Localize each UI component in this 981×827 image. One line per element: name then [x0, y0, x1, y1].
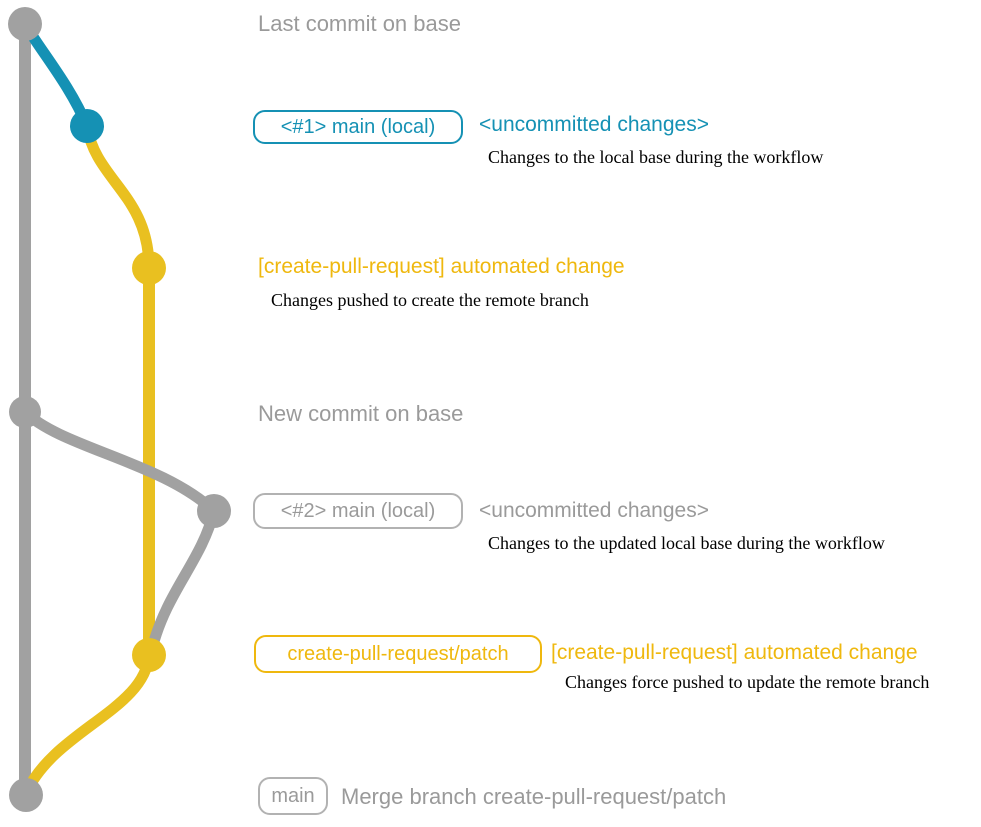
commit-node-automated-change-1 [132, 251, 166, 285]
branch-badge-main-local-2-label: <#2> main (local) [280, 499, 436, 522]
last-commit-title: Last commit on base [258, 11, 461, 36]
branch-badge-main-label: main [271, 784, 315, 807]
patch-branch-curve-out [81, 120, 155, 274]
automated-change-heading-1: [create-pull-request] automated change [258, 255, 625, 278]
uncommitted-changes-heading-1: <uncommitted changes> [479, 113, 709, 136]
branch-badge-main-local-1-label: <#1> main (local) [280, 115, 436, 138]
branch-badge-main: main [258, 777, 328, 815]
branch-badge-main-local-1: <#1> main (local) [253, 110, 463, 144]
branch-badge-patch-label: create-pull-request/patch [287, 642, 509, 665]
commit-node-local-main-2 [197, 494, 231, 528]
base-to-local1-curve [19, 18, 93, 132]
patch-merge-curve [20, 649, 155, 799]
commit-node-new-base [9, 396, 41, 428]
commit-node-last-base [8, 7, 42, 41]
base-to-local2-curve [19, 406, 220, 517]
commit-node-local-main-1 [70, 109, 104, 143]
branch-badge-patch: create-pull-request/patch [254, 635, 542, 673]
automated-change-description-1: Changes pushed to create the remote bran… [271, 290, 589, 310]
automated-change-description-2: Changes force pushed to update the remot… [565, 672, 930, 692]
merge-commit-text: Merge branch create-pull-request/patch [341, 784, 727, 809]
new-commit-title: New commit on base [258, 401, 464, 426]
branch-badge-main-local-2: <#2> main (local) [253, 493, 463, 529]
uncommitted-changes-description-2: Changes to the updated local base during… [488, 533, 885, 553]
uncommitted-changes-heading-2: <uncommitted changes> [479, 499, 709, 522]
commit-node-merge [9, 778, 43, 812]
uncommitted-changes-description-1: Changes to the local base during the wor… [488, 147, 824, 167]
local2-to-patch-curve [147, 505, 220, 651]
automated-change-heading-2: [create-pull-request] automated change [551, 641, 918, 664]
commit-node-automated-change-2 [132, 638, 166, 672]
